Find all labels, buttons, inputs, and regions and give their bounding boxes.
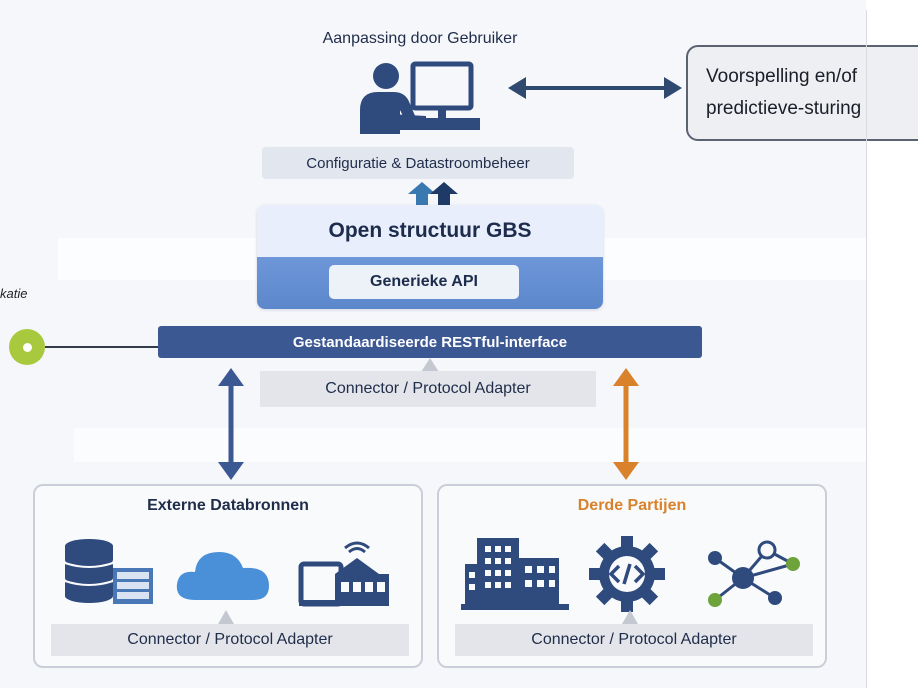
right-connector-adapter: Connector / Protocol Adapter xyxy=(455,624,813,656)
middle-connector-adapter: Connector / Protocol Adapter xyxy=(260,371,596,407)
generic-api-box: Generieke API xyxy=(329,265,519,299)
restful-interface-bar: Gestandaardiseerde RESTful-interface xyxy=(158,326,702,358)
database-server-icon xyxy=(63,538,155,608)
smart-building-icon xyxy=(297,534,397,610)
background-band xyxy=(604,238,866,280)
bidirectional-arrow-icon xyxy=(506,74,684,102)
gbs-api-band: Generieke API xyxy=(257,257,603,309)
forecast-predictive-box: Voorspelling en/of predictieve-sturing xyxy=(686,45,918,141)
gbs-title: Open structuur GBS xyxy=(257,205,603,257)
background-band xyxy=(58,238,256,280)
user-computer-icon xyxy=(356,60,484,140)
external-data-sources-panel: Externe Databronnen xyxy=(33,484,423,668)
network-nodes-icon xyxy=(701,540,805,610)
vertical-double-arrow-icon xyxy=(216,368,246,480)
up-arrows-icon xyxy=(404,180,464,206)
annotation-marker-center xyxy=(23,343,32,352)
panel-title: Derde Partijen xyxy=(577,497,687,514)
side-caption: katie xyxy=(0,286,28,301)
diagram-canvas: Aanpassing door Gebruiker Configuratie &… xyxy=(0,30,918,668)
code-gear-icon xyxy=(589,536,665,612)
forecast-line-1: Voorspelling en/of xyxy=(706,66,858,87)
user-section-title: Aanpassing door Gebruiker xyxy=(322,30,518,47)
cloud-icon xyxy=(173,544,273,604)
buildings-icon xyxy=(461,538,569,610)
third-parties-panel: Derde Partijen xyxy=(437,484,827,668)
up-triangle-icon xyxy=(622,610,638,624)
vertical-double-arrow-icon xyxy=(611,368,641,480)
left-connector-adapter: Connector / Protocol Adapter xyxy=(51,624,409,656)
background-band xyxy=(74,428,866,462)
up-triangle-icon xyxy=(218,610,234,624)
panel-title: Externe Databronnen xyxy=(147,497,309,514)
up-triangle-icon xyxy=(421,358,439,372)
open-structure-gbs-box: Open structuur GBS Generieke API xyxy=(257,205,603,309)
forecast-line-2: predictieve-sturing xyxy=(706,98,862,119)
annotation-connector-line xyxy=(45,346,158,348)
config-dataflow-box: Configuratie & Datastroombeheer xyxy=(262,147,574,179)
page-divider xyxy=(866,10,867,688)
